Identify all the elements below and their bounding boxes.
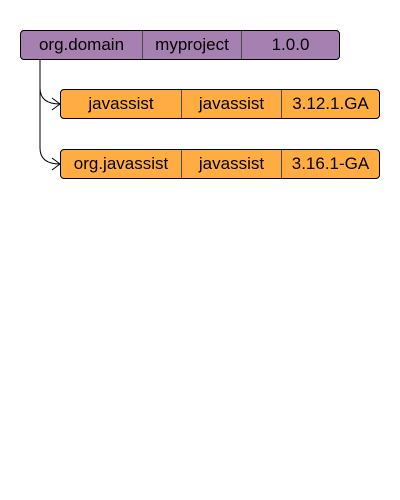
root-version: 1.0.0	[241, 31, 339, 59]
root-group-id: org.domain	[38, 35, 125, 54]
dependency-artifact-id: javassist	[181, 150, 281, 178]
edge-root-to-dependency-1	[39, 59, 61, 105]
dependency-group-id: javassist	[88, 94, 154, 113]
root-artifact-node: org.domain myproject 1.0.0	[20, 30, 340, 60]
root-artifact-id: myproject	[142, 31, 241, 59]
dependency-version: 3.16.1-GA	[281, 150, 379, 178]
dependency-artifact-id: javassist	[181, 90, 281, 118]
dependency-node: org.javassist javassist 3.16.1-GA	[60, 149, 380, 179]
edge-root-to-dependency-2	[39, 59, 61, 165]
dependency-version: 3.12.1.GA	[281, 90, 379, 118]
dependency-group-id: org.javassist	[73, 154, 169, 173]
dependency-node: javassist javassist 3.12.1.GA	[60, 89, 380, 119]
